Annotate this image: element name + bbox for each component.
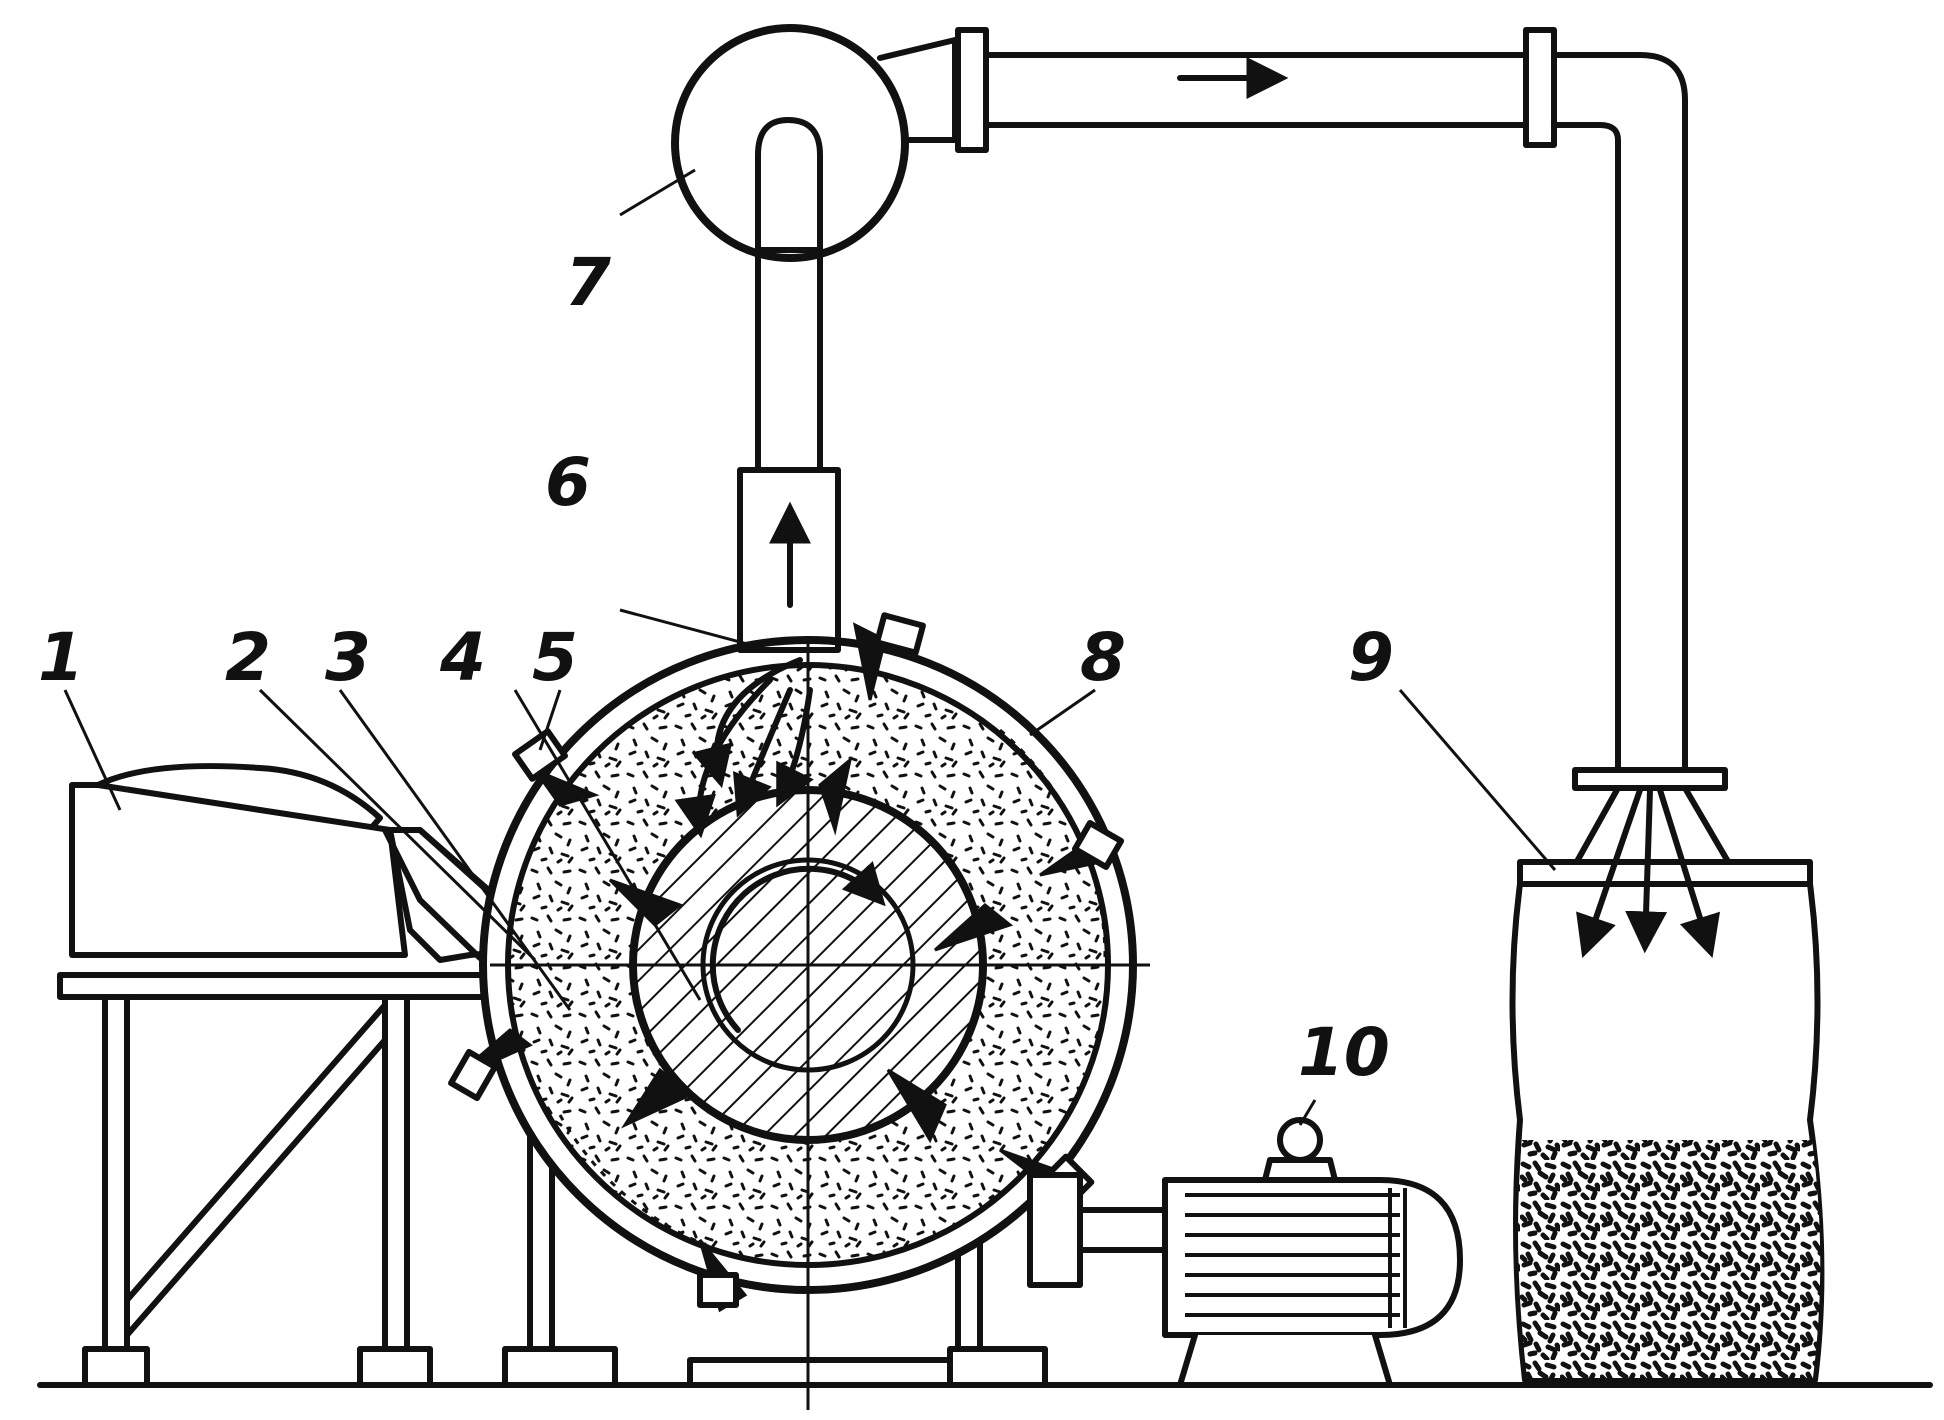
feed-hopper	[69, 763, 508, 963]
electric-motor	[1027, 1117, 1463, 1388]
material-flow	[674, 657, 814, 839]
exhaust-fan	[671, 24, 989, 262]
label-outlet: 6	[545, 444, 591, 521]
label-blades: 5	[532, 619, 578, 696]
leader-lines	[63, 168, 1557, 1126]
label-motor: 10	[1298, 1014, 1390, 1091]
label-collector-bag: 9	[1348, 619, 1394, 696]
hopper-stand	[57, 972, 503, 1388]
label-chute: 2	[225, 619, 271, 696]
collector-bag	[1509, 767, 1825, 1383]
label-casing: 8	[1080, 619, 1126, 696]
label-rotor: 4	[439, 619, 486, 696]
label-fan: 7	[565, 244, 611, 321]
blade-clamps	[448, 612, 1125, 1308]
label-inlet: 3	[325, 619, 371, 696]
label-hopper: 1	[38, 619, 84, 696]
